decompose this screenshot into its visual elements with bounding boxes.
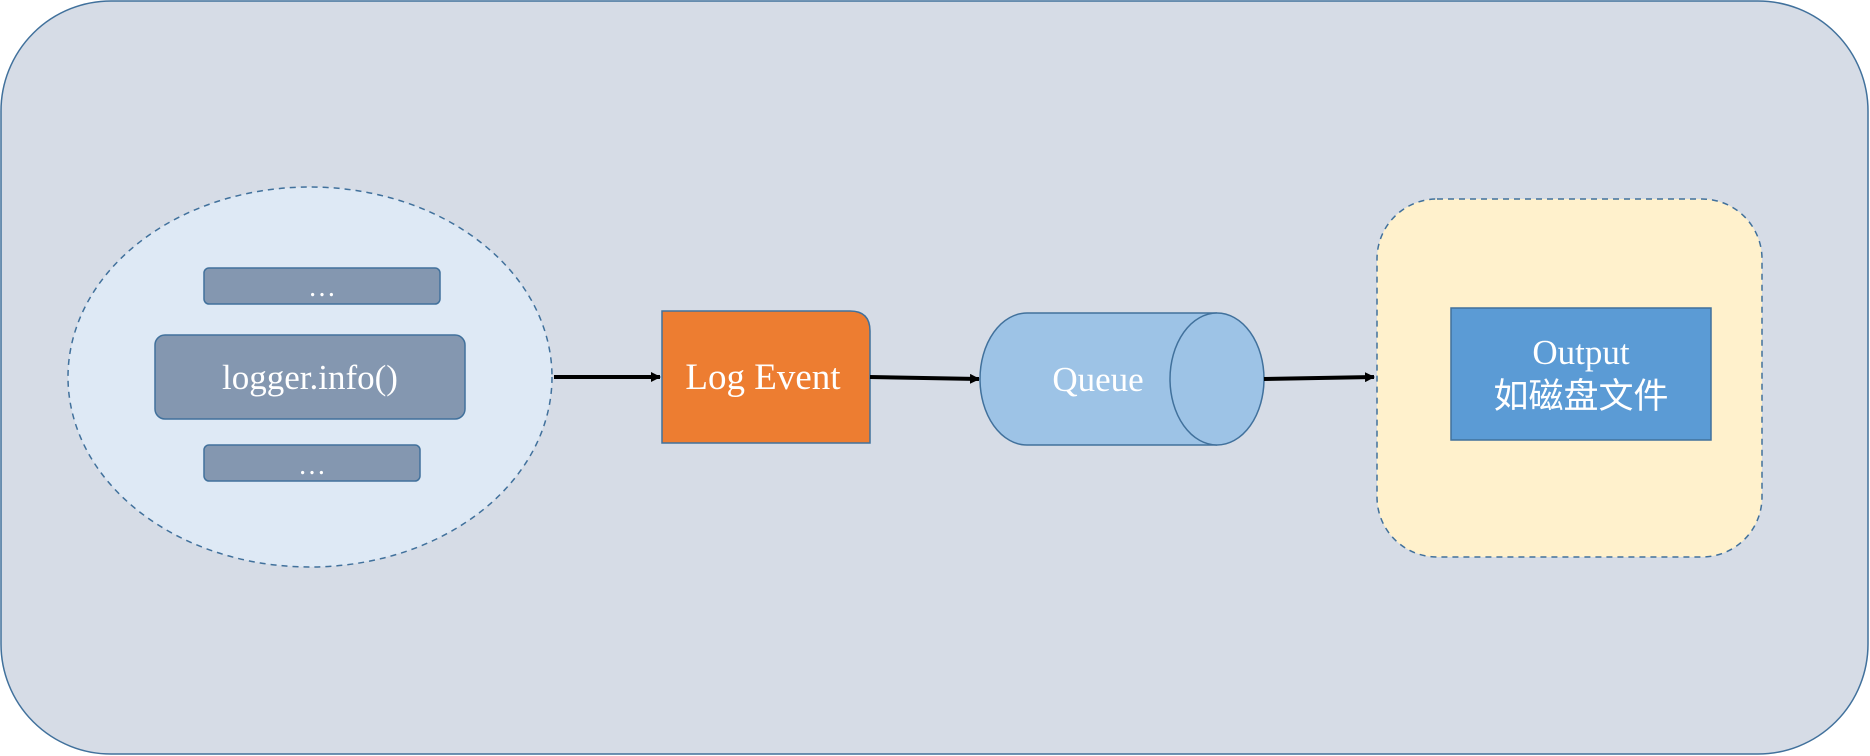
log-event-box	[661, 310, 871, 444]
source-group: … logger.info() …	[67, 186, 553, 568]
output-label-line1: Output	[1532, 333, 1630, 372]
log-event-node: Log Event	[661, 310, 871, 444]
log-event-label: Log Event	[685, 357, 841, 398]
source-item-top	[203, 267, 441, 305]
queue-body	[979, 312, 1217, 446]
queue-label: Queue	[1052, 360, 1143, 399]
queue-end-cap	[1169, 312, 1265, 446]
output-box	[1450, 307, 1712, 441]
source-item-top-label: …	[308, 272, 336, 303]
source-item-main	[154, 334, 466, 420]
source-item-bottom	[203, 444, 421, 482]
output-label-line2: 如磁盘文件	[1493, 377, 1668, 416]
output-group: Output 如磁盘文件	[1376, 198, 1763, 558]
source-item-bottom-label: …	[298, 450, 326, 481]
arrow-event-to-queue	[869, 373, 980, 384]
source-item-main-label: logger.info()	[222, 358, 398, 397]
arrow-queue-to-output	[1263, 372, 1375, 383]
queue-node: Queue	[979, 312, 1265, 446]
